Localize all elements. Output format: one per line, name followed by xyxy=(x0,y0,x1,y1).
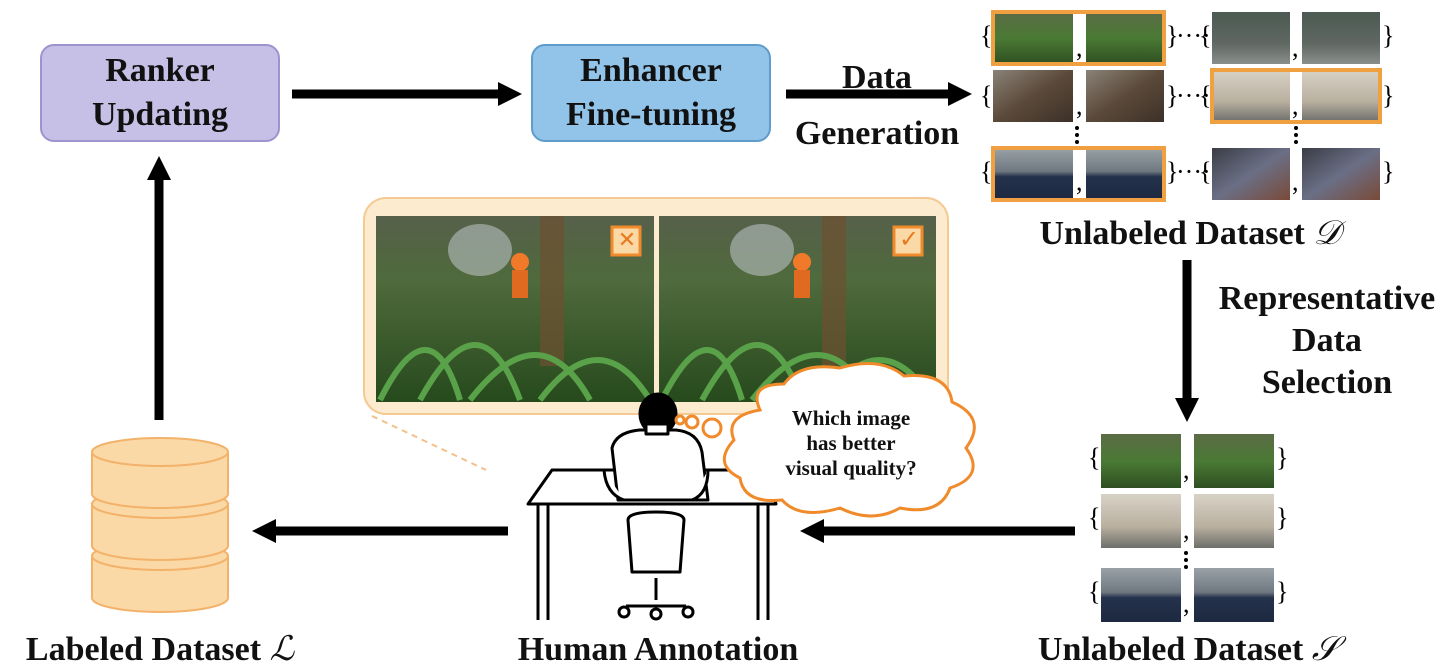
svg-text:{: { xyxy=(980,157,992,186)
unlabeled-s-symbol: 𝒮 xyxy=(1311,631,1339,668)
svg-text:····: ···· xyxy=(1176,21,1211,50)
thought-bubble-text: Which image has better visual quality? xyxy=(748,406,954,481)
unlabeled-dataset-d-label: Unlabeled Dataset 𝒟 xyxy=(1010,212,1370,256)
labeled-l-symbol: ℒ xyxy=(269,631,295,668)
representative-line2: Data xyxy=(1292,322,1362,359)
svg-text:{: { xyxy=(1088,577,1100,606)
human-annotator-icon xyxy=(526,392,778,621)
unlabeled-d-name: Unlabeled Dataset xyxy=(1039,215,1305,252)
svg-text:}: } xyxy=(1382,21,1394,50)
svg-text:,: , xyxy=(1183,515,1190,544)
ranker-line1: Ranker xyxy=(105,52,215,89)
labeled-dataset-l-label: Labeled Dataset ℒ xyxy=(0,628,320,672)
svg-text:}: } xyxy=(1276,443,1288,472)
svg-text:}: } xyxy=(1166,81,1178,110)
svg-text:,: , xyxy=(1183,455,1190,484)
svg-text:,: , xyxy=(1076,167,1083,196)
svg-text:····: ···· xyxy=(1176,157,1211,186)
svg-text:{: { xyxy=(980,81,992,110)
svg-text:,: , xyxy=(1292,91,1299,120)
svg-text:{: { xyxy=(980,21,992,50)
arrow-labeled-to-ranker xyxy=(147,156,171,420)
svg-text:,: , xyxy=(1292,33,1299,62)
unlabeled-d-symbol: 𝒟 xyxy=(1313,215,1341,252)
svg-text:,: , xyxy=(1292,167,1299,196)
enhancer-line2: Fine-tuning xyxy=(565,96,737,133)
human-annotation-text: Human Annotation xyxy=(517,631,799,668)
bubble-line3: visual quality? xyxy=(785,456,917,480)
arrow-enhancer-to-dataset xyxy=(786,82,972,106)
ranker-line2: Updating xyxy=(91,96,229,133)
svg-text:}: } xyxy=(1166,157,1178,186)
arrow-s-to-annotation xyxy=(800,519,1075,543)
enhancer-finetuning-node: Enhancer Fine-tuning xyxy=(531,44,771,142)
accept-mark-icon xyxy=(892,225,924,257)
svg-text:{: { xyxy=(1088,443,1100,472)
svg-text:,: , xyxy=(1183,589,1190,618)
svg-text:}: } xyxy=(1382,81,1394,110)
accept-mark-glyph: ✓ xyxy=(898,225,920,253)
svg-text:{: { xyxy=(1199,21,1211,50)
enhancer-line1: Enhancer xyxy=(580,52,722,89)
unlabeled-s-name: Unlabeled Dataset xyxy=(1037,631,1304,668)
svg-text:,: , xyxy=(1076,91,1083,120)
unlabeled-dataset-d-grid: { , } ···· { , } { , } ···· { , } { , } … xyxy=(980,10,1394,202)
arrow-ranker-to-enhancer xyxy=(292,82,522,106)
data-generation-label: Data Generation xyxy=(782,50,972,162)
bubble-line2: has better xyxy=(806,431,896,455)
data-generation-line2: Generation xyxy=(794,115,960,152)
svg-text:,: , xyxy=(1076,33,1083,62)
svg-text:····: ···· xyxy=(1176,81,1211,110)
reject-mark-glyph: ✕ xyxy=(617,228,637,253)
svg-text:{: { xyxy=(1199,157,1211,186)
svg-text:}: } xyxy=(1276,577,1288,606)
svg-text:{: { xyxy=(1088,503,1100,532)
representative-line3: Selection xyxy=(1261,364,1393,401)
data-generation-line1: Data xyxy=(842,59,912,96)
unlabeled-dataset-s-label: Unlabeled Dataset 𝒮 xyxy=(1008,628,1368,672)
unlabeled-dataset-s-grid: { , } { , } { , } xyxy=(1088,434,1288,622)
representative-selection-label: Representative Data Selection xyxy=(1200,278,1454,404)
svg-text:}: } xyxy=(1382,157,1394,186)
database-icon xyxy=(91,437,229,613)
representative-line1: Representative xyxy=(1218,280,1436,317)
svg-text:}: } xyxy=(1276,503,1288,532)
svg-text:{: { xyxy=(1199,81,1211,110)
svg-text:}: } xyxy=(1166,21,1178,50)
human-annotation-label: Human Annotation xyxy=(478,628,838,672)
ranker-updating-node: Ranker Updating xyxy=(40,44,280,142)
comparison-image-left xyxy=(376,216,654,402)
arrow-d-to-s xyxy=(1175,260,1199,422)
bubble-line1: Which image xyxy=(791,406,911,430)
reject-mark-icon xyxy=(610,225,642,257)
arrow-annotation-to-labeled xyxy=(252,519,508,543)
thought-bubble xyxy=(674,362,976,518)
labeled-l-name: Labeled Dataset xyxy=(25,631,262,668)
comparison-panel xyxy=(363,197,949,471)
